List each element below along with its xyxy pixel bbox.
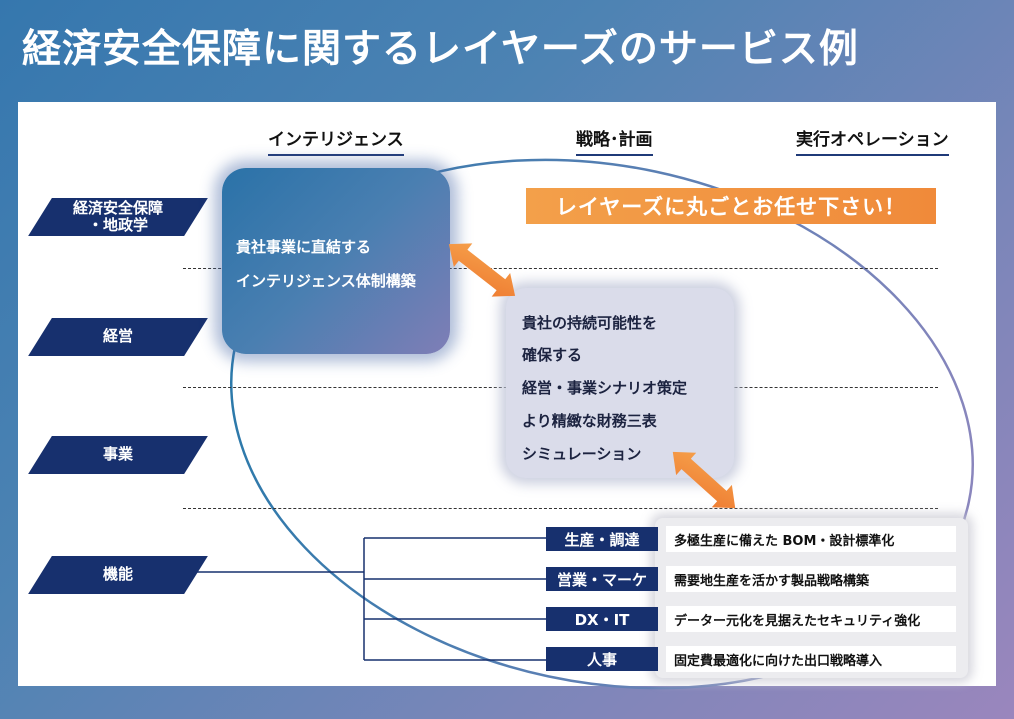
strategy-line-4: より精緻な財務三表 (522, 412, 657, 430)
column-header-intelligence: インテリジェンス (268, 125, 404, 156)
double-arrow-icon (448, 243, 516, 297)
row-separator (183, 268, 938, 269)
strategy-service-box: 貴社の持続可能性を 確保する 経営・事業シナリオ策定 より精緻な財務三表 シミュ… (506, 288, 734, 478)
function-desc-dx-it: データー元化を見据えたセキュリティ強化 (666, 606, 956, 632)
row-label-management: 経営 (28, 318, 208, 356)
double-arrow-icon (672, 451, 736, 509)
function-label-hr: 人事 (546, 647, 658, 671)
strategy-line-3: 経営・事業シナリオ策定 (522, 379, 688, 397)
strategy-line-1: 貴社の持続可能性を (522, 314, 658, 332)
page-title: 経済安全保障に関するレイヤーズのサービス例 (22, 27, 859, 72)
row-label-function: 機能 (28, 556, 208, 594)
row-separator (183, 508, 938, 509)
intelligence-service-box: 貴社事業に直結する インテリジェンス体制構築 (222, 168, 450, 354)
function-label-production: 生産・調達 (546, 527, 658, 551)
strategy-line-5: シミュレーション (522, 445, 642, 463)
promo-banner: レイヤーズに丸ごとお任せ下さい！ (526, 188, 936, 224)
function-desc-production: 多極生産に備えた BOM・設計標準化 (666, 526, 956, 552)
column-header-execution: 実行オペレーション (796, 125, 949, 156)
function-label-dx-it: DX・IT (546, 607, 658, 631)
row-label-business: 事業 (28, 436, 208, 474)
function-connector (190, 537, 546, 661)
function-label-sales: 営業・マーケ (546, 567, 658, 591)
intel-line-2: インテリジェンス体制構築 (236, 272, 416, 290)
function-desc-sales: 需要地生産を活かす製品戦略構築 (666, 566, 956, 592)
intel-line-1: 貴社事業に直結する (236, 238, 372, 256)
column-header-strategy: 戦略･計画 (576, 125, 653, 156)
function-desc-hr: 固定費最適化に向けた出口戦略導入 (666, 646, 956, 672)
row-label-econ-security: 経済安全保障 ・地政学 (28, 198, 208, 236)
strategy-line-2: 確保する (522, 346, 583, 364)
